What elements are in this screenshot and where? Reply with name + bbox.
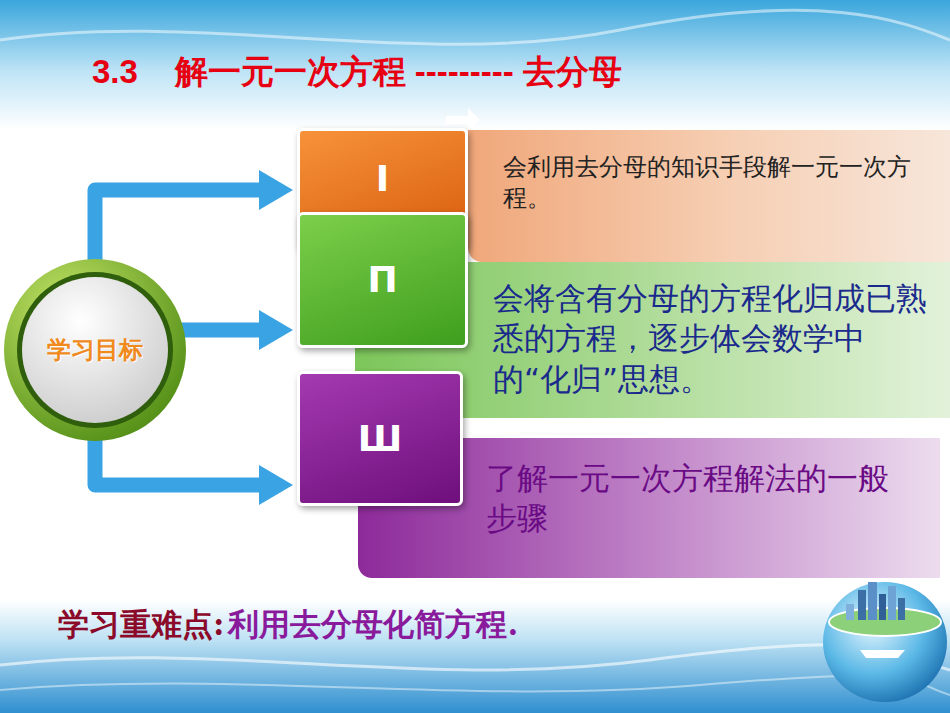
slide-title: 3.3 解一元一次方程 --------- 去分母 <box>92 50 622 95</box>
numeral-tile: П <box>297 212 468 348</box>
roman-numeral: Ш <box>358 418 402 459</box>
globe-illustration <box>823 582 947 702</box>
circle-label: 学习目标 <box>47 334 143 366</box>
numeral-tile: Ш <box>297 371 463 506</box>
flow-arrow <box>181 323 263 338</box>
roman-numeral: П <box>367 259 397 300</box>
objective-text: 了解一元一次方程解法的一般步骤 <box>486 458 906 539</box>
objective-text: 会将含有分母的方程化归成已熟悉的方程，逐步体会数学中的“化归”思想。 <box>493 278 933 399</box>
key-point-row: 学习重难点:利用去分母化简方程. <box>58 604 518 646</box>
flow-arrow <box>95 438 263 485</box>
key-point-text: 学习重难点: <box>58 604 224 646</box>
objective-text: 会利用去分母的知识手段解一元一次方程。 <box>503 152 923 214</box>
objective-circle: 学习目标 <box>3 258 187 442</box>
flow-arrow <box>95 190 263 262</box>
roman-numeral: I <box>376 158 389 199</box>
objective-band: 会利用去分母的知识手段解一元一次方程。 <box>468 130 950 262</box>
key-point-text: 利用去分母化简方程. <box>228 604 518 646</box>
